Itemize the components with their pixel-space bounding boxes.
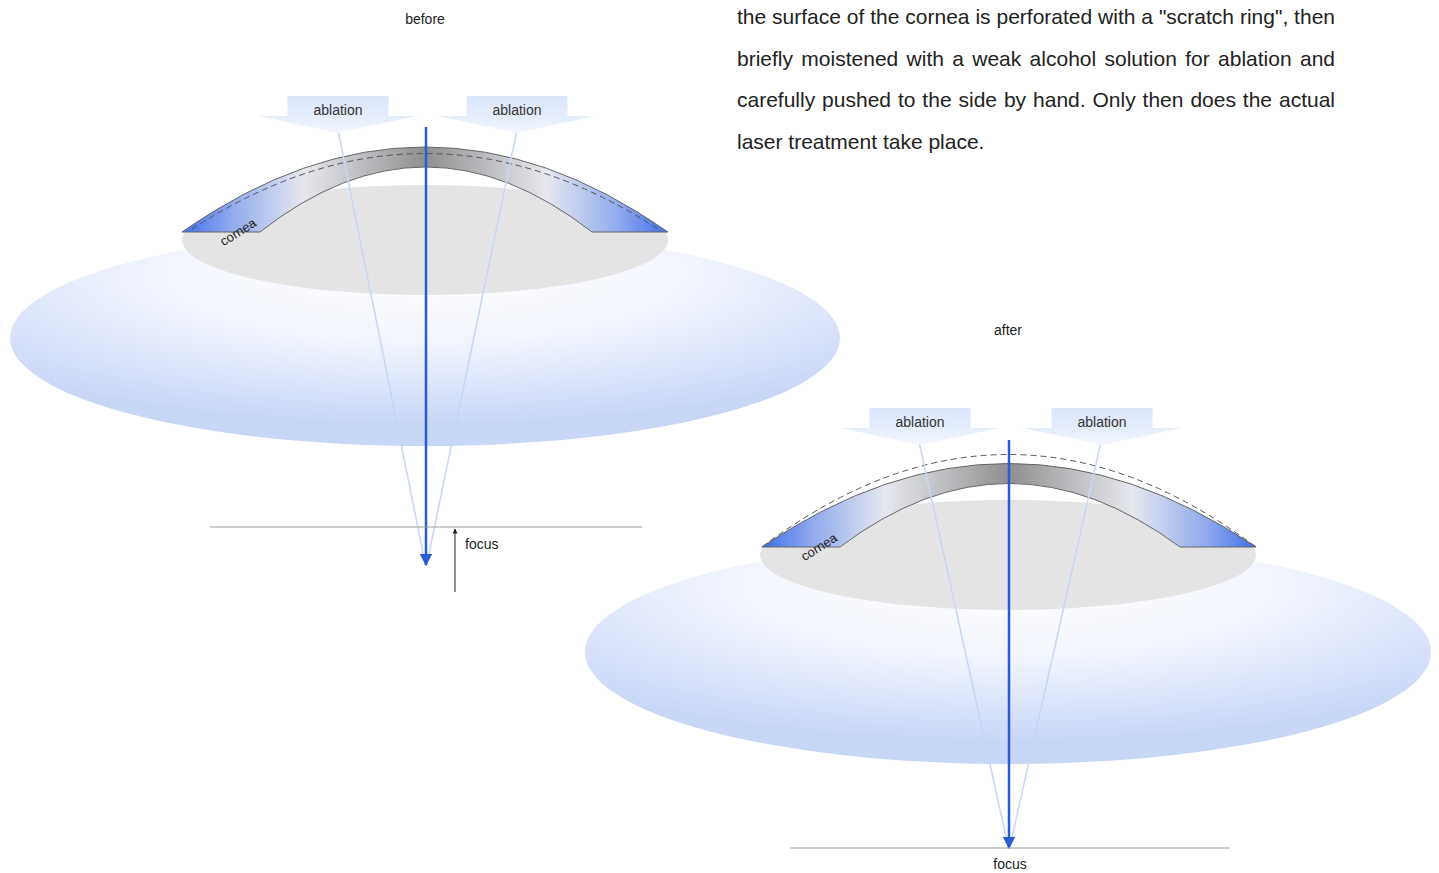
ablation-arrow: ablation — [1023, 408, 1181, 446]
ablation-arrow: ablation — [438, 96, 596, 134]
panel-title: before — [405, 11, 445, 27]
optical-axis — [1008, 440, 1011, 848]
light-ray — [338, 130, 425, 563]
arrow-fill — [438, 96, 596, 133]
before-eye — [10, 127, 840, 592]
panel-title: after — [994, 322, 1022, 338]
arrow-label: ablation — [841, 408, 999, 430]
ablation-arrow: ablation — [841, 408, 999, 446]
arrow-label: ablation — [1023, 408, 1181, 430]
description-text: the surface of the cornea is perforated … — [737, 0, 1335, 162]
arrow-label: ablation — [438, 96, 596, 118]
part-name: cornea — [798, 530, 840, 564]
light-ray — [427, 130, 517, 563]
part-name: cornea — [217, 215, 259, 249]
focus-label: focus — [465, 536, 498, 552]
light-ray — [1010, 442, 1101, 846]
focus-shift-arrow — [455, 529, 456, 592]
arrow-label: ablation — [259, 96, 417, 118]
arrow-fill — [841, 408, 999, 445]
ablation-arrow: ablation — [259, 96, 417, 134]
focus-label: focus — [993, 856, 1026, 872]
arrow-fill — [259, 96, 417, 133]
light-ray — [919, 442, 1008, 846]
arrow-fill — [1023, 408, 1181, 445]
retina-line — [210, 527, 642, 528]
after-eye — [585, 440, 1431, 848]
retina-line — [790, 848, 1230, 849]
optical-axis — [425, 127, 428, 565]
